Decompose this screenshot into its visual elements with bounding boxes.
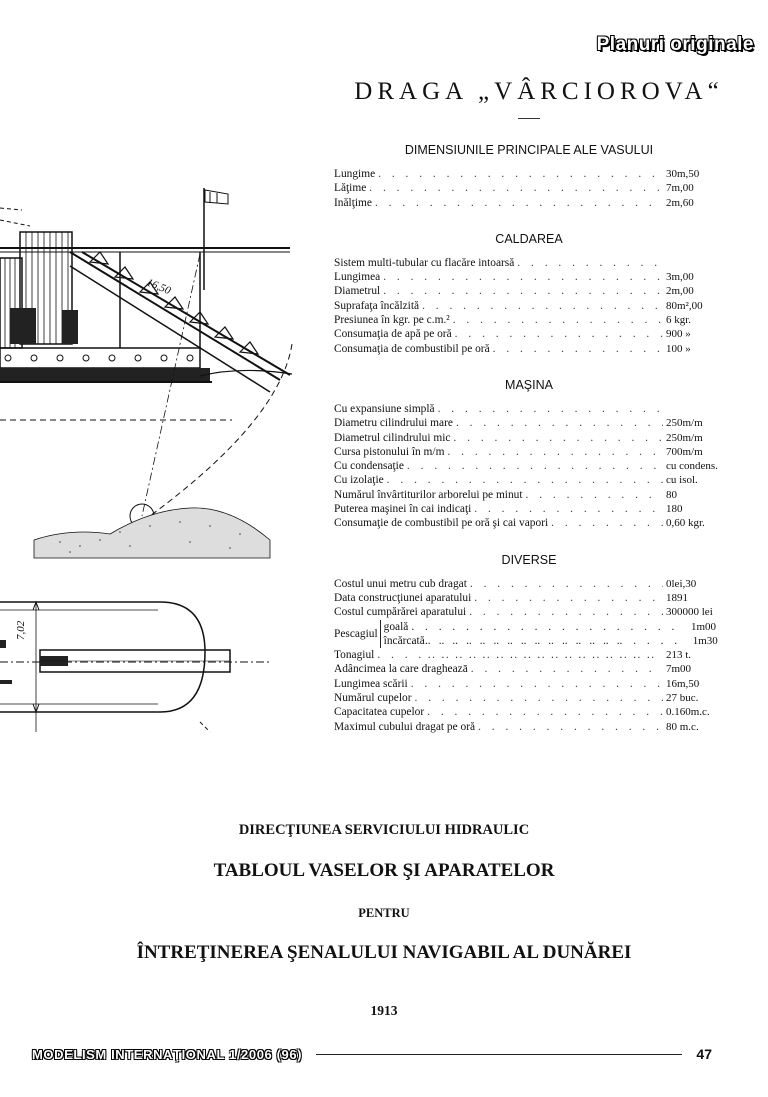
spec-row: Cu condensaţiecu condens. [334,459,724,473]
year-label: 1913 [370,1003,398,1018]
document-title: DRAGA „VÂRCIOROVA“ [354,78,724,105]
spec-row: Numărul cupelor27 buc. [334,691,724,705]
spec-row: Adâncimea la care dragheazā7m00 [334,662,724,676]
table-heading: TABLOUL VASELOR ŞI APARATELOR [213,860,555,881]
section-title-boiler: CALDAREA [495,231,563,246]
spec-row: Lungimea3m,00 [334,270,724,284]
spec-row: Cu expansiune simplă [334,402,724,416]
spec-row: Lungimea scării16m,50 [334,677,724,691]
spec-row: Costul cumpărărei aparatului300000 lei [334,605,724,619]
spec-row: Capacitatea cupelor0.160m.c. [334,705,724,719]
spec-row: Lăţime7m,00 [334,181,724,195]
spec-row: Suprafaţa încălzită80m²,00 [334,299,724,313]
spec-row: încărcată1m30 [384,634,724,648]
department-heading: DIRECŢIUNEA SERVICIULUI HIDRAULIC [238,822,530,838]
purpose-heading: ÎNTREŢINEREA ŞENALULUI NAVIGABIL AL DUNĂ… [136,942,632,963]
page-footer: MODELISM INTERNAŢIONAL 1/2006 (96) 47 [32,1046,712,1062]
section-title-misc: DIVERSE [501,552,557,567]
dredger-plan-drawing: 7,02 [0,600,272,733]
specification-sheet: DRAGA „VÂRCIOROVA“ DIMENSIUNILE PRINCIPA… [334,70,724,734]
spec-row: Consumaţia de combustibil pe oră100 » [334,342,724,356]
section-title-engine: MAŞINA [505,377,553,392]
footer-rule [316,1053,683,1055]
page-number: 47 [696,1046,712,1062]
spec-row: goală1m00 [384,620,724,634]
section-tag: Planuri originale [596,34,754,55]
spec-row: Inălţime2m,60 [334,196,724,210]
spec-row: Cu izolaţiecu isol. [334,473,724,487]
spec-row: Diametrul2m,00 [334,284,724,298]
spec-row: Diametrul cilindrului mic250m/m [334,431,724,445]
spec-row: Tonagiul213 t. [334,648,724,662]
title-rule [518,118,540,119]
beam-dimension-label: 7,02 [15,620,27,640]
spec-row: Costul unui metru cub dragat0lei,30 [334,577,724,591]
spec-row: Lungime30m,50 [334,167,724,181]
spec-row: Numărul învârtiturilor arborelui pe minu… [334,488,724,502]
spec-row: Puterea maşinei în cai indicaţi180 [334,502,724,516]
spec-row: Consumaţia de apă pe oră900 » [334,327,724,341]
draught-label: Pescagiul [334,627,378,640]
dredger-elevation-drawing: 16,50 [0,188,293,559]
section-title-dimensions: DIMENSIUNILE PRINCIPALE ALE VASULUI [404,143,654,157]
spec-row: Diametru cilindrului mare250m/m [334,416,724,430]
ladder-length-annotation: 16,50 [145,277,173,298]
magazine-name: MODELISM INTERNAŢIONAL 1/2006 (96) [32,1046,303,1062]
spec-row: Sistem multi-tubular cu flacăre intoarsă [334,256,724,270]
for-heading: PENTRU [358,906,410,920]
spec-row: Data construcţiunei aparatului1891 [334,591,724,605]
draught-brace: goală1m00 încărcată1m30 [379,619,724,649]
spec-row: Consumaţie de combustibil pe oră şi cai … [334,516,724,530]
spec-row: Maximul cubului dragat pe oră80 m.c. [334,720,724,734]
draught-group: Pescagiul goală1m00 încărcată1m30 [334,619,724,649]
spec-row: Cursa pistonului în m/m700m/m [334,445,724,459]
spec-row: Presiunea în kgr. pe c.m.²6 kgr. [334,313,724,327]
